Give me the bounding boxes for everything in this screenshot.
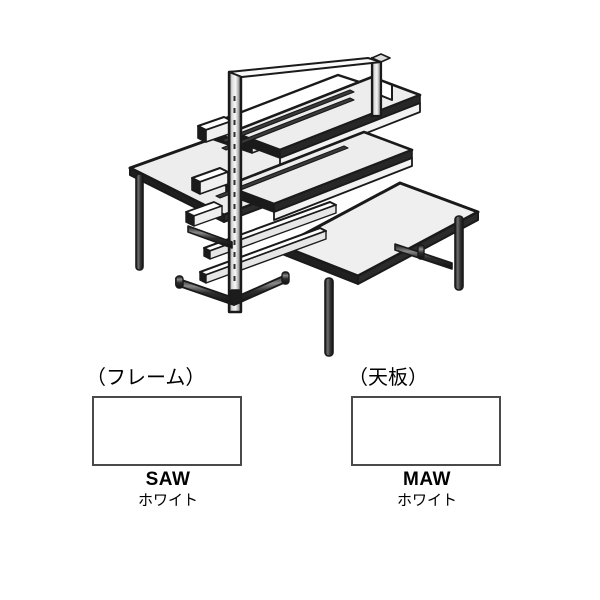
frame-base-foot <box>175 271 290 306</box>
right-desk-brace <box>394 243 453 270</box>
frame-color-chip[interactable] <box>92 396 242 466</box>
right-desk-leg-right <box>454 215 464 291</box>
shelf-middle-panel <box>224 130 414 221</box>
post-slot-strip <box>233 96 236 281</box>
shelf-middle-support-rails <box>215 145 349 199</box>
topboard-color-code: MAW <box>403 469 451 490</box>
topboard-color-chip[interactable] <box>351 396 501 466</box>
frame-heading: （フレーム） <box>86 365 206 389</box>
shelf-top-support-rails <box>221 89 355 151</box>
topboard-heading: （天板） <box>348 365 428 389</box>
frame-top-cap-rail <box>228 57 382 78</box>
legend-group-topboard: （天板） MAW ホワイト <box>348 364 578 510</box>
legend-group-frame: （フレーム） SAW ホワイト <box>86 364 316 510</box>
product-illustration <box>128 53 480 357</box>
frame-center-post <box>227 70 243 314</box>
desk-shelf-isometric-drawing <box>128 53 480 357</box>
left-desk-leg-far <box>135 173 144 271</box>
topboard-color-name: ホワイト <box>396 491 457 509</box>
right-desk-leg-front <box>324 277 334 357</box>
frame-color-code: SAW <box>145 469 191 490</box>
left-desk-brace <box>187 225 233 249</box>
frame-left-stub-upper <box>185 201 223 227</box>
frame-color-name: ホワイト <box>137 491 198 509</box>
